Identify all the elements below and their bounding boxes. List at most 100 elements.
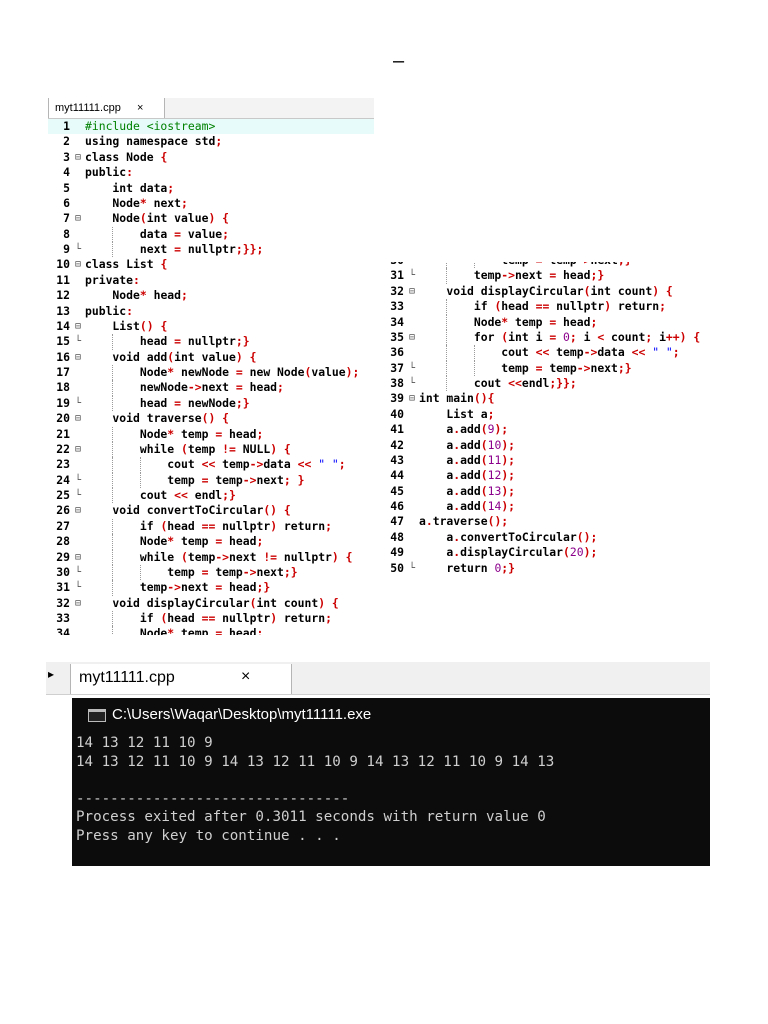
line-number: 31 bbox=[56, 580, 70, 595]
code-token: ; bbox=[256, 534, 264, 549]
code-token: () { bbox=[263, 503, 291, 518]
code-token: = bbox=[174, 242, 188, 256]
code-token: head bbox=[167, 518, 202, 533]
code-line: 20⊟ void traverse() { bbox=[48, 411, 374, 426]
code-text: int data; bbox=[85, 181, 174, 196]
code-token: . bbox=[453, 422, 461, 437]
code-token: == bbox=[535, 299, 557, 314]
code-token: next bbox=[201, 380, 236, 395]
indent-guide bbox=[446, 268, 447, 284]
console-output-line: Press any key to continue . . . bbox=[76, 827, 341, 844]
code-token: i bbox=[583, 329, 598, 344]
code-text: Node(int value) { bbox=[85, 211, 229, 226]
fold-toggle-icon[interactable]: ⊟ bbox=[408, 393, 416, 405]
line-number: 6 bbox=[63, 195, 70, 210]
code-token: . bbox=[453, 468, 461, 483]
line-number: 24 bbox=[56, 472, 70, 487]
code-token: new Node bbox=[249, 365, 305, 379]
line-number: 44 bbox=[390, 468, 404, 483]
fold-toggle-icon[interactable]: ⊟ bbox=[74, 443, 82, 455]
fold-toggle-icon[interactable]: ⊟ bbox=[74, 597, 82, 609]
code-token: Node bbox=[85, 534, 168, 549]
code-text: #include <iostream> bbox=[85, 119, 215, 134]
line-number: 40 bbox=[390, 406, 404, 421]
code-token: displayCircular bbox=[460, 545, 564, 560]
code-token: ; } bbox=[283, 472, 305, 487]
line-number: 23 bbox=[56, 457, 70, 472]
code-token: class Node bbox=[85, 149, 161, 164]
code-token: ); bbox=[501, 437, 516, 452]
code-token: ; bbox=[215, 134, 223, 149]
tab-scroll-arrow-icon[interactable]: ▸ bbox=[48, 667, 55, 681]
code-line: 23 cout << temp->data << " "; bbox=[48, 457, 374, 473]
code-token: temp bbox=[556, 345, 584, 360]
close-icon[interactable]: × bbox=[241, 668, 251, 685]
code-token: temp bbox=[181, 534, 216, 549]
indent-guide bbox=[112, 226, 113, 242]
editor-tab[interactable]: myt11111.cpp × bbox=[48, 98, 165, 118]
line-number: 10 bbox=[56, 257, 70, 272]
console-window[interactable]: C:\Users\Waqar\Desktop\myt11111.exe 14 1… bbox=[72, 698, 710, 866]
code-token: next bbox=[229, 549, 264, 564]
code-token: a bbox=[419, 499, 454, 513]
code-token: * bbox=[501, 314, 516, 329]
console-output-line: 14 13 12 11 10 9 14 13 12 11 10 9 14 13 … bbox=[76, 753, 555, 770]
code-token: newNode bbox=[181, 365, 236, 379]
code-line: 50└ return 0;} bbox=[382, 561, 708, 576]
fold-marker: └ bbox=[407, 262, 417, 268]
code-token: (); bbox=[487, 514, 509, 529]
line-number: 49 bbox=[390, 545, 404, 560]
code-token: int data bbox=[85, 180, 168, 195]
code-token: ( bbox=[480, 452, 488, 467]
code-token: head bbox=[229, 534, 257, 549]
fold-toggle-icon[interactable]: ⊟ bbox=[74, 351, 82, 363]
fold-toggle-icon[interactable]: ⊟ bbox=[74, 551, 82, 563]
console-tab[interactable]: myt11111.cpp × bbox=[70, 664, 292, 694]
code-token: temp bbox=[419, 268, 502, 283]
code-text: temp->next = head;} bbox=[85, 580, 270, 595]
indent-guide bbox=[112, 580, 113, 596]
line-number: 28 bbox=[56, 534, 70, 549]
code-token: -> bbox=[242, 472, 257, 487]
code-token: NULL bbox=[242, 441, 271, 456]
fold-toggle-icon[interactable]: ⊟ bbox=[408, 285, 416, 297]
code-token: void traverse bbox=[85, 411, 202, 426]
code-token: a bbox=[419, 545, 454, 560]
line-number: 34 bbox=[390, 314, 404, 329]
close-icon[interactable]: × bbox=[137, 102, 144, 114]
code-token: ( bbox=[139, 211, 147, 226]
indent-guide bbox=[474, 360, 475, 376]
fold-toggle-icon[interactable]: ⊟ bbox=[74, 213, 82, 225]
code-token: : bbox=[126, 303, 134, 318]
code-token: " " bbox=[318, 457, 339, 472]
code-line: 21 Node* temp = head; bbox=[48, 426, 374, 442]
code-token: return bbox=[419, 560, 495, 575]
fold-toggle-icon[interactable]: ⊟ bbox=[74, 320, 82, 332]
code-token: ( bbox=[583, 283, 591, 298]
code-token: head bbox=[229, 626, 257, 635]
code-line: 18 newNode->next = head; bbox=[48, 380, 374, 396]
fold-toggle-icon[interactable]: ⊟ bbox=[74, 151, 82, 163]
fold-toggle-icon[interactable]: ⊟ bbox=[408, 331, 416, 343]
code-token: return bbox=[283, 518, 326, 533]
code-token: << bbox=[535, 345, 557, 360]
line-number: 46 bbox=[390, 499, 404, 513]
code-token: head bbox=[153, 288, 182, 303]
fold-toggle-icon[interactable]: ⊟ bbox=[74, 505, 82, 517]
code-line: 35⊟ for (int i = 0; i < count; i++) { bbox=[382, 329, 708, 346]
indent-guide bbox=[474, 345, 475, 361]
code-token: . bbox=[453, 545, 461, 560]
fold-toggle-icon[interactable]: ⊟ bbox=[74, 259, 82, 271]
code-text: private: bbox=[85, 273, 140, 288]
code-token: 10 bbox=[487, 437, 502, 452]
code-area[interactable]: 30└ temp = temp->next;}31└ temp->next = … bbox=[382, 262, 708, 576]
code-text: class List { bbox=[85, 257, 167, 272]
fold-toggle-icon[interactable]: ⊟ bbox=[74, 413, 82, 425]
code-token: * bbox=[167, 626, 182, 635]
code-token: Node bbox=[85, 195, 140, 210]
code-text: while (temp != NULL) { bbox=[85, 442, 291, 457]
code-token: endl bbox=[521, 376, 550, 390]
code-token: (); bbox=[576, 529, 598, 544]
code-token: temp bbox=[222, 457, 250, 472]
